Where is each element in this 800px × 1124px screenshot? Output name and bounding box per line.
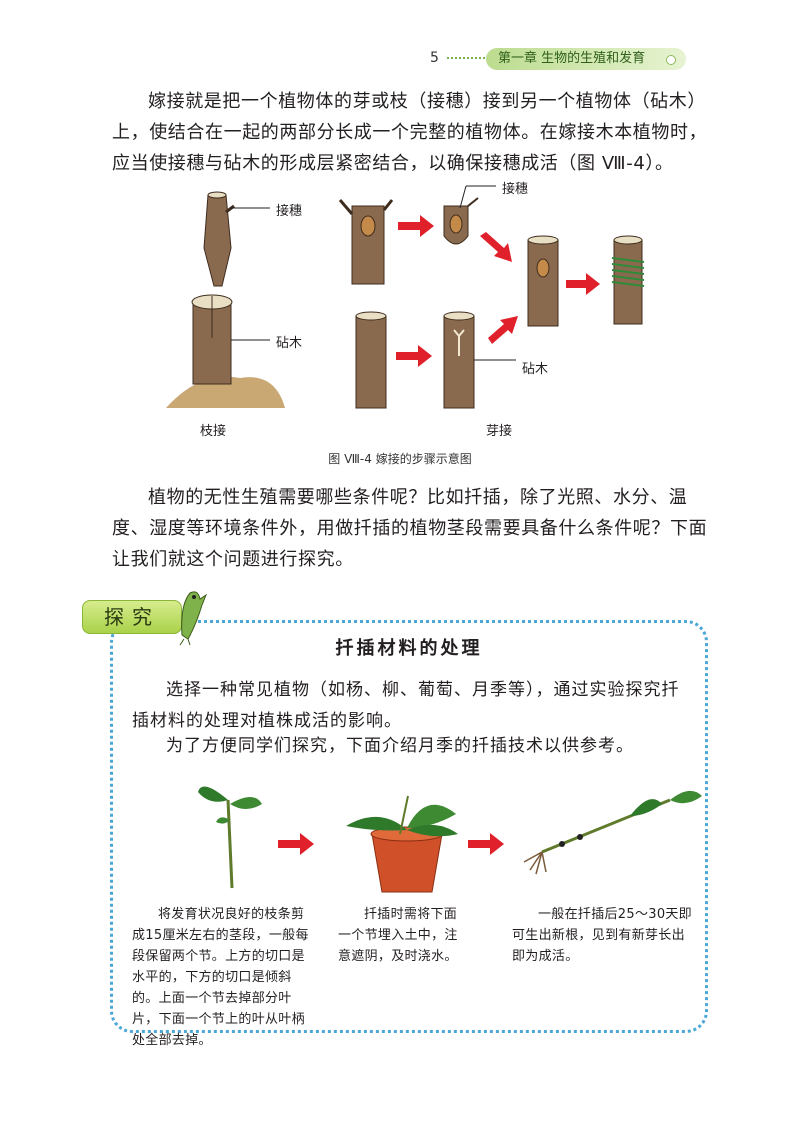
grafting-figure: 接穗 砧木 枝接 接穗 砧木 芽接: [0, 0, 800, 470]
rootstock-bottom-1: [355, 315, 387, 409]
rose-cutting-icon: [198, 786, 262, 889]
inquiry-tag: 探究: [82, 600, 182, 634]
step-caption-1: 将发育状况良好的枝条剪成15厘米左右的茎段，一般每段保留两个节。上方的切口是水平…: [132, 907, 309, 1048]
arrow-3-icon: [566, 273, 600, 295]
inquiry-title: 扦插材料的处理: [335, 638, 483, 659]
inquiry-paragraph-2: 为了方便同学们探究，下面介绍月季的扦插技术以供参考。: [166, 736, 634, 756]
header-dotted-line: [447, 57, 485, 59]
step-arrow-2-icon: [468, 833, 504, 855]
figure-caption: 图 Ⅷ-4 嫁接的步骤示意图: [328, 452, 472, 466]
chapter-title: 第一章 生物的生殖和发育: [498, 51, 646, 66]
rooted-cutting-icon: [523, 790, 702, 875]
woodpecker-icon: [179, 591, 208, 646]
page-number: 5: [430, 50, 439, 66]
arrow-4-icon: [396, 345, 432, 367]
step-caption-3: 一般在扦插后25～30天即可生出新根，见到有新芽长出即为成活。: [512, 907, 692, 964]
step-caption-2: 扦插时需将下面一个节埋入土中，注意遮阴，及时浇水。: [338, 907, 458, 964]
cutting-steps-illustration: [198, 786, 702, 893]
banner-dot-icon: [666, 55, 676, 65]
arrow-2-icon: [480, 232, 512, 262]
step-arrow-1-icon: [278, 833, 314, 855]
arrow-1-icon: [398, 215, 434, 237]
paragraph-grafting-intro: 嫁接就是把一个植物体的芽或枝（接穗）接到另一个植物体（砧木）上，使结合在一起的两…: [112, 91, 708, 174]
rootstock-bottom-2: [443, 315, 475, 409]
grafted-stock: [527, 239, 559, 327]
label-scion-right: 接穗: [502, 182, 529, 197]
grafting-illustration: [166, 185, 645, 409]
inquiry-paragraph-1: 选择一种常见植物（如杨、柳、葡萄、月季等），通过实验探究扦插材料的处理对植株成活…: [132, 680, 680, 731]
chapter-banner: 第一章 生物的生殖和发育: [486, 48, 686, 70]
label-rootstock-right: 砧木: [522, 362, 549, 377]
bud-left: [360, 215, 376, 237]
paragraph-cutting-question: 植物的无性生殖需要哪些条件呢？比如扦插，除了光照、水分、温度、湿度等环境条件外，…: [112, 487, 708, 570]
label-branch-grafting: 枝接: [200, 424, 227, 439]
scion-left: [203, 194, 232, 287]
inquiry-box: [110, 620, 708, 1033]
potted-cutting-icon: [346, 795, 458, 893]
label-scion-left: 接穗: [276, 204, 303, 219]
label-rootstock-left: 砧木: [276, 336, 303, 351]
arrow-5-icon: [488, 316, 518, 344]
label-bud-grafting: 芽接: [486, 424, 513, 439]
